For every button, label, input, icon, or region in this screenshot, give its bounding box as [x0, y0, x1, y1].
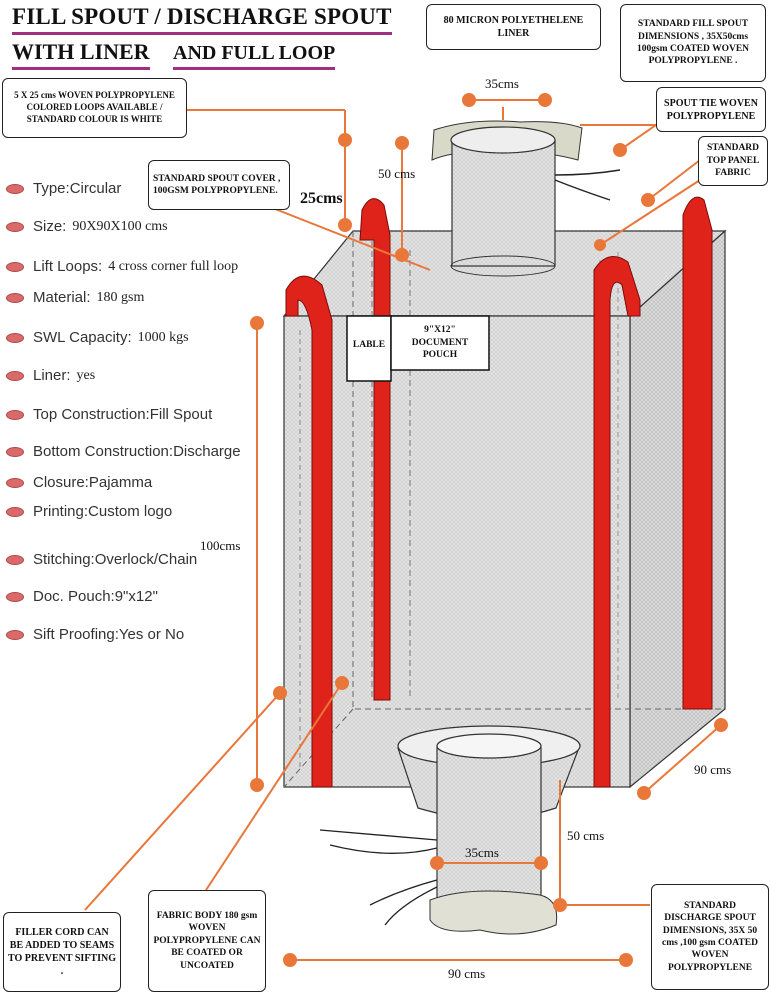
label-text: LABLE	[352, 339, 386, 350]
lift-loops	[285, 196, 713, 788]
callout-spout-tie: SPOUT TIE WOVEN POLYPROPYLENE	[656, 87, 766, 132]
bullet-icon	[6, 221, 24, 232]
spec-row: Sift Proofing: Yes or No	[6, 626, 184, 643]
spec-value: 4 cross corner full loop	[108, 258, 239, 274]
bullet-icon	[6, 554, 24, 565]
spec-value: Discharge	[173, 443, 241, 460]
spec-row: Closure: Pajamma	[6, 474, 152, 491]
spec-key: Liner:	[33, 367, 71, 384]
fill-spout	[431, 120, 621, 277]
bullet-icon	[6, 292, 24, 303]
spec-value: Custom logo	[88, 503, 173, 520]
callout-fabric-body: FABRIC BODY 180 gsm WOVEN POLYPROPYLENE …	[148, 890, 266, 992]
spec-key: Type:	[33, 180, 70, 197]
title-line-2: WITH LINER	[12, 39, 150, 70]
spec-row: Printing: Custom logo	[6, 503, 172, 520]
callout-spout-cover: STANDARD SPOUT COVER , 100GSM POLYPROPYL…	[148, 160, 290, 210]
title-line-1: FILL SPOUT / DISCHARGE SPOUT	[12, 4, 392, 35]
document-pouch-text: 9"X12" DOCUMENT POUCH	[411, 325, 469, 361]
dim-discharge-spout-width: 35cms	[465, 845, 499, 860]
spec-value: 9"x12"	[114, 588, 158, 605]
spec-value: 180 gsm	[96, 289, 145, 305]
spec-key: Doc. Pouch:	[33, 588, 115, 605]
callout-filler-cord: FILLER CORD CAN BE ADDED TO SEAMS TO PRE…	[3, 912, 121, 992]
callout-loops: 5 X 25 cms WOVEN POLYPROPYLENE COLORED L…	[2, 78, 187, 138]
spec-row: Liner: yes	[6, 367, 95, 384]
dim-bag-depth: 90 cms	[694, 762, 732, 777]
spec-key: Stitching:	[33, 551, 95, 568]
spec-value: Yes or No	[118, 626, 185, 643]
spec-key: Material:	[33, 289, 91, 306]
spec-value: yes	[76, 367, 96, 383]
spec-value: Pajamma	[88, 474, 153, 491]
spec-value: 90X90X100 cms	[72, 218, 168, 234]
spec-row: Size: 90X90X100 cms	[6, 218, 168, 235]
dim-fill-spout-width: 35cms	[485, 76, 519, 91]
spec-key: Sift Proofing:	[33, 626, 119, 643]
spec-row: SWL Capacity: 1000 kgs	[6, 329, 189, 346]
dim-discharge-spout-height: 50 cms	[567, 828, 605, 843]
spec-value: Overlock/Chain	[94, 551, 198, 568]
document-pouch	[390, 315, 490, 371]
spec-key: Lift Loops:	[33, 258, 103, 275]
callout-liner: 80 MICRON POLYETHELENE LINER	[426, 4, 601, 50]
bullet-icon	[6, 409, 24, 420]
bullet-icon	[6, 183, 24, 194]
dimension-markers	[84, 93, 728, 967]
callout-fill-spout: STANDARD FILL SPOUT DIMENSIONS , 35X50cm…	[620, 4, 766, 82]
spec-key: Bottom Construction:	[33, 443, 174, 460]
spec-row: Type: Circular	[6, 180, 121, 197]
bullet-icon	[6, 446, 24, 457]
spec-key: Top Construction:	[33, 406, 150, 423]
spec-row: Stitching: Overlock/Chain	[6, 551, 197, 568]
bullet-icon	[6, 261, 24, 272]
callout-top-panel: STANDARD TOP PANEL FABRIC	[698, 136, 768, 186]
title-line-3: AND FULL LOOP	[173, 42, 336, 70]
dim-bag-width: 90 cms	[448, 966, 486, 981]
spec-row: Material: 180 gsm	[6, 289, 144, 306]
dim-fill-spout-height: 50 cms	[378, 166, 416, 181]
front-panel	[283, 315, 631, 788]
discharge-spout	[319, 725, 581, 935]
spec-key: SWL Capacity:	[33, 329, 132, 346]
spec-key: Size:	[33, 218, 67, 235]
spec-row: Doc. Pouch: 9"x12"	[6, 588, 158, 605]
spec-key: Closure:	[33, 474, 89, 491]
bullet-icon	[6, 629, 24, 640]
spec-key: Printing:	[33, 503, 89, 520]
dim-loop-height: 25cms	[300, 190, 343, 207]
spec-value: 1000 kgs	[137, 329, 189, 345]
bullet-icon	[6, 506, 24, 517]
dim-bag-height: 100cms	[200, 538, 241, 553]
spec-row: Lift Loops: 4 cross corner full loop	[6, 258, 238, 275]
spec-value: Circular	[69, 180, 122, 197]
bullet-icon	[6, 591, 24, 602]
spec-row: Top Construction: Fill Spout	[6, 406, 212, 423]
callout-discharge-spout: STANDARD DISCHARGE SPOUT DIMENSIONS, 35X…	[651, 884, 769, 990]
bullet-icon	[6, 477, 24, 488]
spec-row: Bottom Construction: Discharge	[6, 443, 241, 460]
spec-value: Fill Spout	[149, 406, 213, 423]
bullet-icon	[6, 332, 24, 343]
bullet-icon	[6, 370, 24, 381]
